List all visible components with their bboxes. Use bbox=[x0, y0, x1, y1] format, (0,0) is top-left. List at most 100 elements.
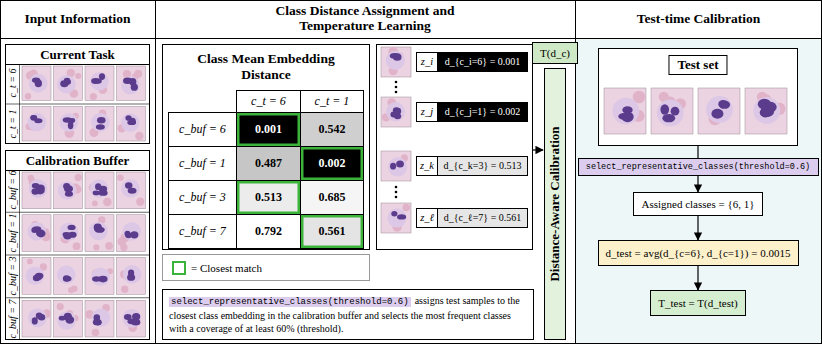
red-cell bbox=[57, 303, 64, 310]
cytoplasm bbox=[753, 97, 780, 124]
cell-image bbox=[54, 300, 83, 337]
process-box: T_test = T(d_test) bbox=[650, 290, 746, 316]
column-panel: Test-time CalibrationTest setselect_repr… bbox=[575, 0, 822, 344]
image-ground bbox=[85, 258, 114, 295]
image-ground bbox=[54, 172, 83, 209]
cytoplasm bbox=[386, 102, 405, 121]
red-cell bbox=[90, 93, 97, 100]
nucleus bbox=[95, 183, 101, 190]
nucleus bbox=[99, 73, 105, 80]
cell-image bbox=[117, 107, 146, 142]
image-ground bbox=[745, 88, 787, 134]
ellipsis-dot bbox=[395, 186, 398, 189]
cell-image bbox=[22, 66, 51, 101]
image-ground bbox=[22, 172, 51, 209]
divider bbox=[155, 0, 156, 344]
process-box: select_representative_classes(threshold=… bbox=[578, 158, 819, 176]
legend-entry: = Closest match bbox=[172, 260, 262, 276]
nucleus bbox=[391, 211, 397, 217]
red-cell bbox=[68, 287, 74, 293]
cytoplasm bbox=[57, 265, 76, 284]
cytoplasm bbox=[123, 309, 142, 328]
node-text: select_representative_classes(threshold=… bbox=[579, 159, 818, 175]
nucleus bbox=[59, 316, 66, 321]
image-ground bbox=[117, 258, 146, 295]
cell-image bbox=[651, 88, 693, 134]
cell-image bbox=[117, 258, 146, 295]
node-text: d_test = avg(d_{c=6}, d_{c=1}) = 0.0015 bbox=[599, 241, 798, 265]
nucleus bbox=[99, 190, 108, 196]
nucleus bbox=[36, 312, 43, 319]
red-cell bbox=[136, 198, 144, 206]
table-cell: c_buf = 1 bbox=[168, 146, 237, 181]
cytoplasm bbox=[60, 222, 79, 241]
table-cell: c_buf = 3 bbox=[168, 180, 237, 215]
node-text: T(d_c) bbox=[533, 43, 577, 63]
nucleus bbox=[96, 227, 104, 232]
column-divider bbox=[19, 169, 20, 340]
node-text: Class Mean Embedding Distance bbox=[163, 51, 369, 82]
box-ground bbox=[598, 48, 798, 146]
table-cell: 0.513 bbox=[236, 180, 301, 215]
node-text: Assigned classes = {6, 1} bbox=[634, 193, 762, 215]
cytoplasm bbox=[59, 113, 78, 132]
cell-image bbox=[381, 151, 411, 181]
cell-image bbox=[117, 66, 146, 101]
process-box: T(d_c) bbox=[532, 42, 578, 64]
nucleus bbox=[123, 77, 132, 83]
row-label: c_buf = 3 bbox=[6, 255, 20, 297]
code-snippet: select_representative_classes(threshold=… bbox=[169, 297, 411, 307]
cytoplasm bbox=[90, 179, 109, 198]
flow-connector bbox=[697, 266, 698, 290]
nucleus bbox=[68, 225, 76, 230]
image-ground bbox=[22, 215, 51, 252]
table-cell: c_t = 6 bbox=[236, 90, 301, 113]
embedding-list-box bbox=[377, 45, 533, 250]
cell-image bbox=[85, 172, 114, 209]
image-ground bbox=[381, 151, 411, 181]
distance-cell: d_{c_ℓ=7} = 0.561 bbox=[437, 208, 528, 228]
cell-image bbox=[85, 300, 114, 337]
nucleus bbox=[35, 273, 43, 279]
cytoplasm bbox=[388, 157, 407, 176]
node-text: Class Distance Assignment and Temperatur… bbox=[155, 0, 575, 38]
ellipsis-dot bbox=[395, 81, 398, 84]
image-ground bbox=[54, 66, 83, 101]
image-ground bbox=[117, 107, 146, 142]
flow-connector bbox=[697, 216, 698, 240]
cytoplasm bbox=[386, 51, 405, 70]
flow-connector bbox=[697, 146, 698, 158]
ellipsis-dot bbox=[395, 91, 398, 94]
table-cell: c_buf = 6 bbox=[168, 112, 237, 147]
nucleus bbox=[65, 191, 73, 196]
cell-image bbox=[22, 107, 51, 142]
red-cell bbox=[93, 244, 99, 250]
cytoplasm bbox=[28, 309, 47, 328]
red-cell bbox=[121, 285, 128, 292]
red-cell bbox=[117, 175, 124, 182]
distance-cell: d_{c_j=1} = 0.002 bbox=[437, 102, 528, 122]
nucleus bbox=[93, 319, 102, 326]
table-cell: c_t = 1 bbox=[300, 90, 364, 113]
cell-image bbox=[745, 88, 787, 134]
red-cell bbox=[103, 198, 112, 207]
row-divider bbox=[5, 212, 150, 213]
cell-image bbox=[604, 88, 646, 134]
node-text: Input Information bbox=[0, 0, 155, 38]
legend-text: = Closest match bbox=[191, 262, 262, 274]
distance-cell: z_ℓ bbox=[416, 208, 438, 228]
process-box: Test set bbox=[598, 48, 798, 146]
nucleus bbox=[393, 53, 402, 61]
nucleus bbox=[127, 274, 135, 281]
cytoplasm bbox=[91, 113, 110, 132]
cytoplasm bbox=[90, 72, 109, 91]
image-ground bbox=[117, 66, 146, 101]
column-panel: Input InformationCurrent TaskCalibration… bbox=[0, 0, 155, 344]
nucleus bbox=[131, 319, 140, 325]
node-text: Calibration Buffer bbox=[6, 151, 149, 171]
distance-cell: z_j bbox=[416, 102, 438, 122]
cell-image bbox=[54, 215, 83, 252]
row-divider bbox=[5, 297, 150, 298]
image-ground bbox=[85, 66, 114, 101]
cytoplasm bbox=[28, 113, 47, 132]
